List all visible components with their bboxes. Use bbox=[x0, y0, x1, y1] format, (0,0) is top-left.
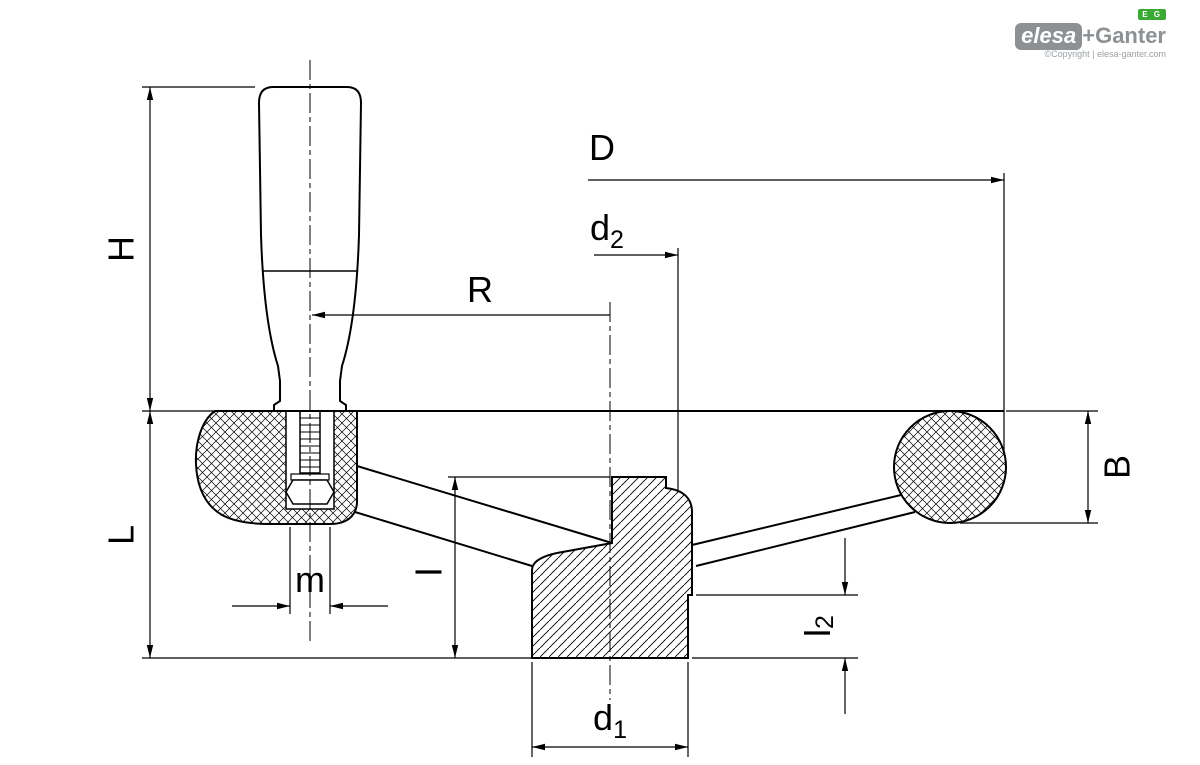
l2-arrow-up bbox=[841, 658, 849, 671]
hub-section bbox=[531, 476, 693, 659]
b-arrow-down bbox=[1084, 510, 1092, 523]
label-d1: d1 bbox=[593, 697, 627, 744]
label-l: l bbox=[409, 568, 450, 576]
dimension-arrows bbox=[146, 87, 1092, 751]
m-arrow-left bbox=[277, 602, 290, 610]
right-spoke-lower-line bbox=[695, 511, 916, 567]
brand-name: elesa+Ganter bbox=[1015, 23, 1166, 50]
label-m: m bbox=[295, 559, 325, 600]
label-B: B bbox=[1097, 455, 1138, 479]
dimension-lines bbox=[142, 86, 1098, 757]
right-spoke-upper-line bbox=[691, 494, 902, 546]
centerlines bbox=[309, 60, 611, 700]
left-spoke-lower-line bbox=[354, 511, 533, 567]
l-arrow-down bbox=[146, 645, 154, 658]
h-arrow-down bbox=[146, 398, 154, 411]
b-arrow-up bbox=[1084, 411, 1092, 424]
brand-logo: E G elesa+Ganter ©Copyright | elesa-gant… bbox=[1015, 4, 1166, 59]
spoke-lines bbox=[354, 465, 916, 567]
l2-arrow-down bbox=[841, 582, 849, 595]
eg-badge: E G bbox=[1138, 9, 1166, 20]
label-l2: l2 bbox=[797, 615, 840, 637]
m-arrow-right bbox=[330, 602, 343, 610]
dimension-labels: H L D d2 R B m l l2 d1 bbox=[101, 127, 1138, 744]
label-R: R bbox=[467, 269, 493, 310]
h-arrow-up bbox=[146, 87, 154, 100]
brand-plus: + bbox=[1082, 23, 1096, 48]
d-arrow-right bbox=[991, 176, 1004, 184]
d1-arrow-right bbox=[675, 743, 688, 751]
l-small-arrow-down bbox=[451, 645, 459, 658]
label-D: D bbox=[589, 127, 615, 168]
r-arrow-left bbox=[312, 311, 325, 319]
label-L: L bbox=[101, 525, 142, 545]
wheel-section bbox=[194, 409, 1007, 659]
brand-ganter: Ganter bbox=[1095, 23, 1166, 48]
copyright-text: ©Copyright | elesa-ganter.com bbox=[1044, 49, 1166, 60]
right-rim-section bbox=[893, 410, 1007, 524]
d1-arrow-left bbox=[532, 743, 545, 751]
left-spoke-upper-line bbox=[356, 465, 613, 544]
d2-arrow-right bbox=[665, 251, 678, 259]
label-H: H bbox=[101, 236, 142, 262]
brand-elesa: elesa bbox=[1015, 23, 1083, 50]
l-arrow-up bbox=[146, 411, 154, 424]
l-small-arrow-up bbox=[451, 477, 459, 490]
label-d2: d2 bbox=[590, 207, 624, 254]
